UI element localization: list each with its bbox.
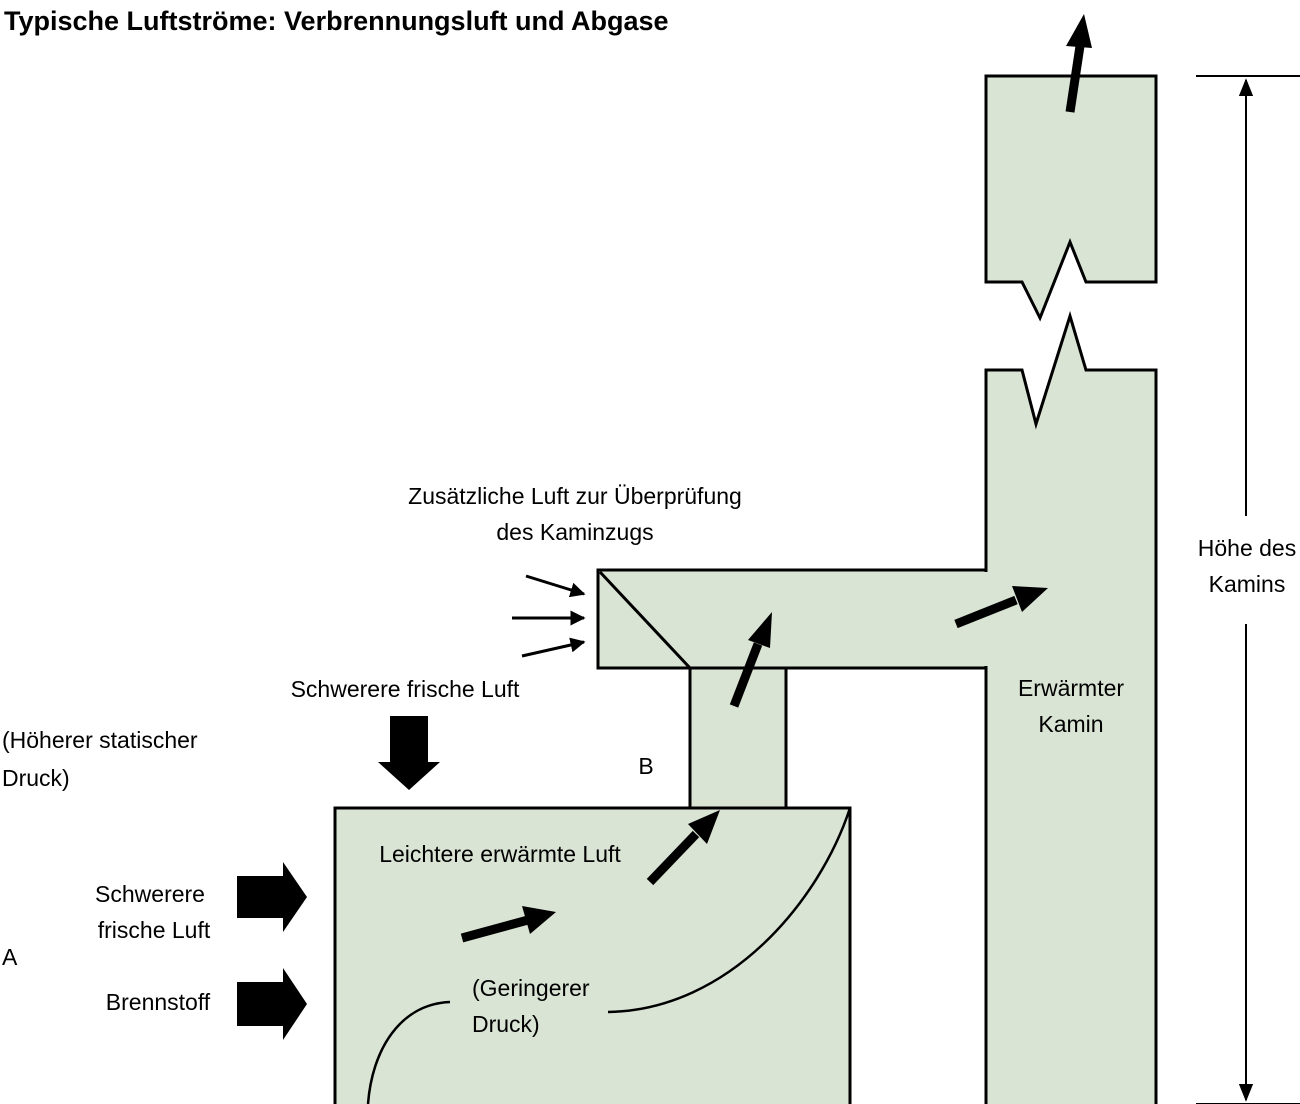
additional-air-arrows (512, 574, 586, 658)
pressure-curve-right (607, 807, 852, 1014)
flow-arrow-chimney-top (1065, 45, 1085, 113)
flow-arrows (460, 14, 1092, 943)
chimney-height-label-line2: Kamins (1209, 571, 1286, 597)
heavy-fresh-air-label-line1: Schwerere (95, 881, 205, 907)
lower-pressure-label-line2: Druck) (472, 1011, 540, 1037)
flow-arrow-pipe (954, 595, 1018, 629)
diagram-title: Typische Luftströme: Verbrennungsluft un… (4, 6, 669, 36)
chimney-height-label-line1: Höhe des (1198, 535, 1296, 561)
flue-pipe (596, 568, 988, 670)
extra-air-label-line1: Zusätzliche Luft zur Überprüfung (408, 483, 742, 509)
fuel-inlet-arrow (237, 968, 307, 1040)
fuel-label: Brennstoff (106, 989, 211, 1015)
point-a-label: A (2, 944, 18, 970)
higher-static-label-line2: Druck) (2, 765, 70, 791)
heavy-fresh-air-label-line2: frische Luft (98, 917, 211, 943)
chimney-lower (984, 310, 1158, 1104)
heavy-air-down-arrow (378, 716, 440, 790)
light-warm-air-label: Leichtere erwärmte Luft (379, 841, 621, 867)
flow-arrow-chamber-2-head (688, 810, 720, 844)
flow-arrow-riser (729, 642, 763, 708)
pipe-chimney-joint (984, 572, 988, 666)
flow-arrow-riser-head (748, 612, 772, 648)
flow-arrow-pipe-head (1012, 586, 1048, 612)
flow-arrow-chamber-2 (646, 830, 700, 886)
extra-air-label-line2: des Kaminzugs (496, 519, 653, 545)
warm-chimney-label-line2: Kamin (1038, 711, 1103, 737)
flow-arrow-chamber-1 (460, 915, 530, 943)
draft-regulator-flap (598, 570, 692, 670)
warm-chimney-label-line1: Erwärmter (1018, 675, 1124, 701)
combustion-chamber (333, 806, 852, 1104)
flow-arrow-chimney-top-head (1066, 14, 1092, 48)
pressure-curve-left (366, 1000, 451, 1104)
chimney-upper (984, 74, 1158, 322)
point-b-label: B (638, 753, 653, 779)
lower-pressure-label-line1: (Geringerer (472, 975, 590, 1001)
heavy-fresh-air-top-label: Schwerere frische Luft (291, 676, 520, 702)
flow-arrow-chamber-1-head (522, 906, 556, 934)
fresh-air-inlet-arrow (237, 862, 307, 932)
higher-static-label-line1: (Höherer statischer (2, 727, 198, 753)
